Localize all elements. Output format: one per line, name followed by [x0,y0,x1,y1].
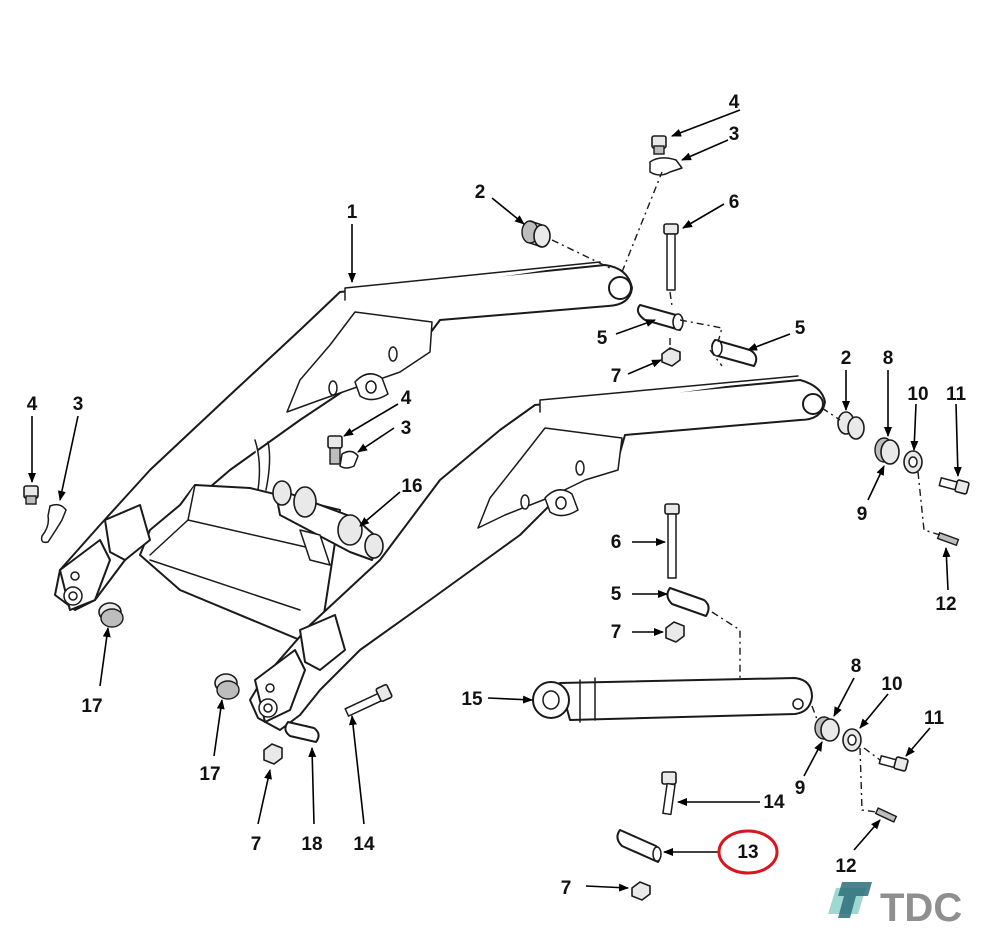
bolt-top [663,223,679,291]
bolt-14-left [344,683,393,717]
bearing-right [874,437,900,465]
roll-pin-right [936,531,960,547]
callout-10: 10 [907,384,928,405]
callout-4: 4 [401,388,412,409]
callout-3: 3 [73,394,84,415]
callout-11: 11 [924,708,945,729]
bushing-top [521,220,551,248]
callout-8: 8 [851,656,862,677]
callout-3: 3 [729,124,740,145]
center-pivot-assembly [272,480,384,566]
bolt-cylinder [878,755,909,772]
washer-right [903,450,923,474]
callout-6: 6 [611,532,622,553]
washer-cylinder [842,728,862,752]
retaining-clip-left [40,503,67,544]
grease-fitting-middle [327,435,343,465]
bolt-14-bottom [661,771,677,816]
callout-7: 7 [611,366,622,387]
nut-bottom-left [263,743,283,765]
callout-8: 8 [883,348,894,369]
nut-bottom [631,881,651,901]
callout-6: 6 [729,192,740,213]
callout-5: 5 [611,584,622,605]
pin-upper-right [711,339,758,367]
callout-11: 11 [946,384,967,405]
bushing-right [837,411,865,440]
callout-13: 13 [737,842,758,863]
lower-arm-beam [249,379,826,731]
callout-14: 14 [353,834,375,855]
callout-18: 18 [301,834,322,855]
callout-16: 16 [401,476,422,497]
logo-text: TDC [880,886,962,930]
callout-17: 17 [81,696,102,717]
bushing-center-17 [214,673,240,700]
callout-17: 17 [199,764,220,785]
bearing-cylinder [814,716,840,742]
callout-1: 1 [347,202,358,223]
hydraulic-cylinder [532,677,813,723]
callout-14: 14 [763,792,785,813]
callout-5: 5 [795,318,806,339]
nut-top [661,347,681,367]
bushing-left-17 [98,602,124,628]
nut-middle [665,621,685,643]
callout-7: 7 [561,878,572,899]
callout-12: 12 [835,856,856,877]
retaining-clip-middle [339,450,359,469]
callout-7: 7 [251,834,262,855]
pin-18 [284,721,320,743]
tdc-logo: TDC [828,882,962,930]
callout-12: 12 [935,594,956,615]
callout-7: 7 [611,622,622,643]
callout-15: 15 [461,689,483,710]
upper-gusset-plate [286,311,433,413]
callout-9: 9 [795,778,806,799]
grease-fitting-left [23,485,39,505]
callout-2: 2 [841,348,852,369]
callout-9: 9 [857,504,868,525]
highlight-ring-13 [717,829,779,875]
roll-pin-cylinder [874,807,898,823]
leader-lines [28,109,962,892]
retaining-clip-top [649,157,683,176]
grease-fitting-top [651,135,667,155]
callout-labels: 1 2 2 3 3 3 4 4 4 5 5 5 6 6 7 7 7 7 8 8 … [27,92,967,899]
tdc-logo-icon [828,882,872,918]
pin-middle [666,587,710,617]
assembly-centerlines [551,171,941,813]
callout-4: 4 [729,92,740,113]
loader-arm-frame [54,261,826,731]
pin-upper-left [636,304,684,331]
callout-4: 4 [27,394,38,415]
pin-13 [616,829,662,863]
callout-5: 5 [597,328,608,349]
callout-3: 3 [401,418,412,439]
bolt-middle [664,503,680,579]
callout-2: 2 [475,182,486,203]
callout-10: 10 [881,674,902,695]
bolt-right [938,477,970,495]
